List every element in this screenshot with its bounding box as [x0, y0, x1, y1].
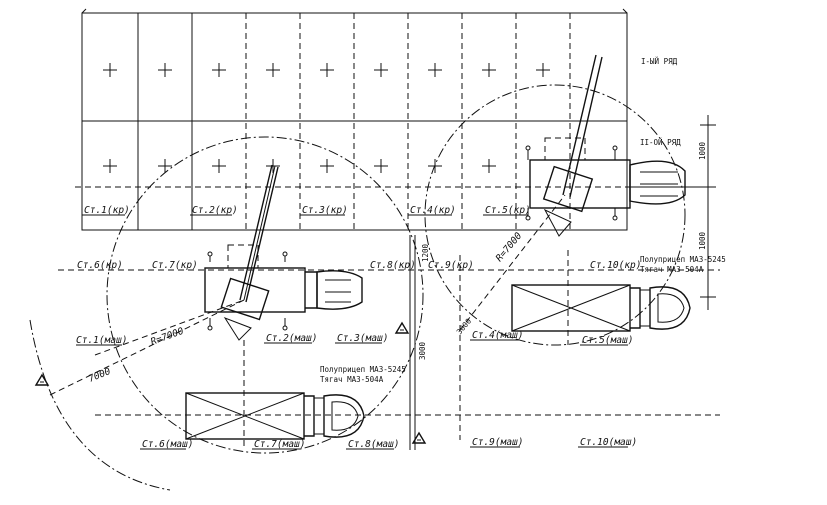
- bottom-semitrailer: [185, 392, 365, 440]
- label-st5-kr: Ст.5(кр): [485, 205, 531, 216]
- note-tractor-bottom: Тягач МАЗ-504А: [320, 375, 384, 384]
- label-st1-mash: Ст.1(маш): [76, 335, 127, 346]
- row1-cross-marks: [103, 63, 550, 77]
- right-semitrailer: [511, 250, 691, 345]
- label-st3-kr: Ст.3(кр): [302, 205, 348, 216]
- dim-r7000-right: R=7000: [494, 230, 525, 264]
- label-st9-mash: Ст.9(маш): [472, 437, 523, 448]
- label-st1-kr: Ст.1(кр): [84, 205, 130, 216]
- row2-cross-marks: [103, 159, 496, 173]
- crane-swing-circles: [29, 84, 686, 491]
- label-st7-kr: Ст.7(кр): [152, 260, 198, 271]
- right-crane: [525, 54, 686, 237]
- panel-grid: [81, 8, 628, 231]
- dim-7000-arc: 7000: [87, 366, 113, 385]
- label-st10-kr: Ст.10(кр): [590, 260, 641, 271]
- label-st6-mash: Ст.6(маш): [142, 439, 193, 450]
- left-crane: [204, 164, 363, 341]
- row-label-2: II-ОЙ РЯД: [640, 138, 681, 147]
- row-label-1: I-ЫЙ РЯД: [641, 57, 678, 66]
- label-st5-mash: Ст.5(маш): [582, 335, 633, 346]
- note-semitrailer-bottom: Полуприцеп МАЗ-5245: [320, 365, 406, 374]
- vehicle-notes: Полуприцеп МАЗ-5245 Тягач МАЗ-504А Полуп…: [320, 255, 726, 384]
- label-st3-mash: Ст.3(маш): [337, 333, 388, 344]
- triangle-warning-icon: [34, 321, 427, 444]
- radius-lines: [49, 194, 566, 396]
- label-st2-kr: Ст.2(кр): [192, 205, 238, 216]
- note-tractor-right: Тягач МАЗ-504А: [640, 265, 704, 274]
- dim-r7000-left: R=7000: [149, 326, 185, 348]
- dim-3000b: 3000: [455, 316, 474, 336]
- dim-3000: 3000: [418, 341, 427, 360]
- dim-1000-top: 1000: [698, 141, 707, 160]
- label-st8-mash: Ст.8(маш): [348, 439, 399, 450]
- label-st10-mash: Ст.10(маш): [580, 437, 637, 448]
- dim-1000-bottom: 1000: [698, 231, 707, 250]
- label-st9-kr: Ст.9(кр): [428, 260, 474, 271]
- label-st6-kr: Ст.6(кр): [77, 260, 123, 271]
- label-st7-mash: Ст.7(маш): [254, 439, 305, 450]
- note-semitrailer-right: Полуприцеп МАЗ-5245: [640, 255, 726, 264]
- station-labels: Ст.1(кр) Ст.2(кр) Ст.3(кр) Ст.4(кр) Ст.5…: [76, 205, 641, 450]
- label-st4-kr: Ст.4(кр): [410, 205, 456, 216]
- axis-lines: [58, 186, 720, 450]
- label-st4-mash: Ст.4(маш): [472, 330, 523, 341]
- label-st2-mash: Ст.2(маш): [266, 333, 317, 344]
- label-st8-kr: Ст.8(кр): [370, 260, 416, 271]
- right-dimension: 1000 1000: [627, 115, 716, 310]
- dim-1200: 1200: [421, 243, 430, 262]
